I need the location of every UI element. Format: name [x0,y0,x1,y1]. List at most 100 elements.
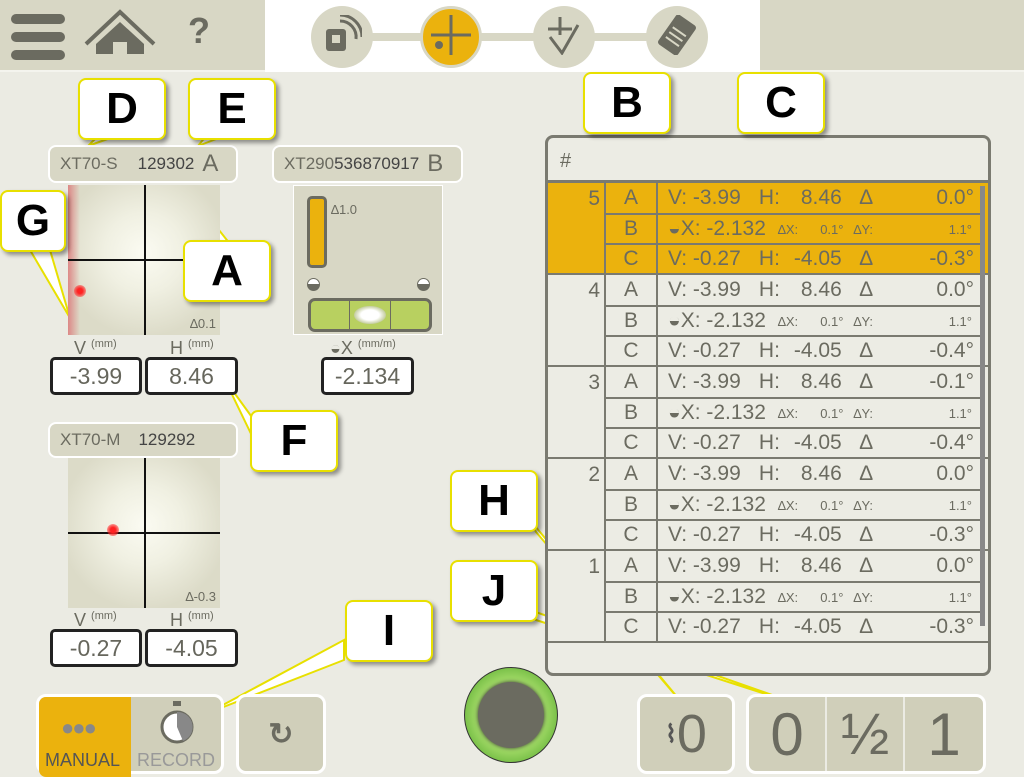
table-row[interactable]: C V: -0.27 H: -4.05 ∆-0.4° [606,335,980,365]
v-value: -0.27 [692,247,741,270]
v-value: -3.99 [692,278,741,301]
x-label: X: [680,309,701,332]
row-letter: A [606,459,658,489]
table-row[interactable]: B ◒X: -2.132 ∆X:0.1° ∆Y:1.1° [606,489,980,519]
angle-value: -0.4° [929,339,974,362]
table-row[interactable]: C V: -0.27 H: -4.05 ∆-0.4° [606,427,980,457]
crosshair-measure-icon [429,13,473,62]
group-number: 3 [548,367,606,457]
table-group[interactable]: 2 A V: -3.99 H: 8.46 ∆0.0° B ◒X: -2.132 … [548,459,988,551]
tilt-icon: ◒ [668,401,681,424]
h-label: H: [758,339,780,362]
sensor-letter: A [202,150,219,177]
h-value: -4.05 [793,339,842,362]
dx-label: ∆X: [777,589,799,605]
table-row[interactable]: C V: -0.27 H: -4.05 ∆-0.3° [606,611,980,641]
resolution-0[interactable]: 0 [749,697,827,771]
scrollbar[interactable] [980,186,985,626]
dy-label: ∆Y: [853,405,874,421]
h-label: H: [758,431,780,454]
dx-value: 0.1° [820,589,844,605]
step-check[interactable] [533,6,595,68]
table-group[interactable]: 1 A V: -3.99 H: 8.46 ∆0.0° B ◒X: -2.132 … [548,551,988,643]
callout-b: B [583,72,671,134]
table-row[interactable]: A V: -3.99 H: 8.46 ∆0.0° [606,459,980,489]
plus-tilt-icon [417,278,430,291]
v-value: -0.27 [692,431,741,454]
sensor-s-header[interactable]: XT70-S 129302 A [48,145,238,183]
hamburger-icon[interactable] [8,12,68,67]
table-row[interactable]: B ◒X: -2.132 ∆X:0.1° ∆Y:1.1° [606,397,980,427]
tolerance-label: ∆1.0 [331,202,358,217]
measure-button[interactable] [464,667,558,763]
resolution-half[interactable]: ½ [827,697,905,771]
angle-icon: ∆ [859,370,873,393]
sensor-serial: 129302 [137,154,195,173]
tolerance-label: ∆0.1 [189,316,216,331]
angle-icon: ∆ [859,431,873,454]
resolution-1[interactable]: 1 [927,700,961,768]
table-group[interactable]: 4 A V: -3.99 H: 8.46 ∆0.0° B ◒X: -2.132 … [548,275,988,367]
h-label: H: [758,554,780,577]
table-row[interactable]: B ◒X: -2.132 ∆X:0.1° ∆Y:1.1° [606,213,980,243]
step-report[interactable] [646,6,708,68]
x-value: -2.132 [706,217,766,240]
home-icon[interactable] [82,8,158,59]
h-value: 8.46 [800,462,842,485]
bubble [354,306,386,324]
table-group[interactable]: 5 A V: -3.99 H: 8.46 ∆0.0° B ◒X: -2.132 … [548,183,988,275]
table-row[interactable]: A V: -3.99 H: 8.46 ∆0.0° [606,551,980,581]
record-button[interactable]: RECORD [131,697,221,777]
angle-icon: ∆ [859,523,873,546]
measurement-table[interactable]: # 5 A V: -3.99 H: 8.46 ∆0.0° B ◒X: -2.13… [545,135,991,676]
dx-value: 0.1° [820,405,844,421]
filter-button[interactable]: ⌇ 0 [637,694,735,774]
callout-g: G [0,190,66,252]
table-row[interactable]: A V: -3.99 H: 8.46 ∆0.0° [606,275,980,305]
dy-value: 1.1° [948,589,972,605]
x-value: -2.132 [706,309,766,332]
check-level-icon [544,15,584,60]
h-value: -4.05 [793,247,842,270]
table-row[interactable]: B ◒X: -2.132 ∆X:0.1° ∆Y:1.1° [606,305,980,335]
dots-icon: ●●● [61,715,97,740]
callout-e: E [188,78,276,140]
manual-button[interactable]: ●●● MANUAL [39,697,131,777]
dx-label: ∆X: [777,497,799,513]
row-letter: A [606,367,658,397]
h-value: -4.05 [793,615,842,638]
level-panel: ∆1.0 [293,185,443,335]
angle-value: 0.0° [936,278,974,301]
group-number: 4 [548,275,606,365]
target-m: ∆-0.3 [68,458,220,608]
callout-d: D [78,78,166,140]
table-row[interactable]: B ◒X: -2.132 ∆X:0.1° ∆Y:1.1° [606,581,980,611]
table-header: # [548,138,988,183]
row-letter: C [606,245,658,273]
x-value: -2.132 [706,585,766,608]
sensor-m-header[interactable]: XT70-M 129292 [48,422,238,458]
dy-value: 1.1° [948,221,972,237]
h-label: H: [758,462,780,485]
step-wireless[interactable] [311,6,373,68]
help-button[interactable]: ? [188,10,210,51]
sensor-serial: 129292 [138,430,196,449]
step-measure[interactable] [420,6,482,68]
x-value-b: -2.134 [321,357,414,395]
tilt-icon: ◒ [668,493,681,516]
dx-label: ∆X: [777,221,799,237]
h-value-s: 8.46 [145,357,238,395]
table-group[interactable]: 3 A V: -3.99 H: 8.46 ∆-0.1° B ◒X: -2.132… [548,367,988,459]
dx-label: ∆X: [777,405,799,421]
table-row[interactable]: A V: -3.99 H: 8.46 ∆-0.1° [606,367,980,397]
minus-tilt-icon [307,278,320,291]
table-row[interactable]: A V: -3.99 H: 8.46 ∆0.0° [606,183,980,213]
h-value: -4.05 [793,523,842,546]
row-letter: A [606,275,658,305]
v-label: V: [668,431,688,454]
undo-button[interactable]: ↻ [236,694,326,774]
table-row[interactable]: C V: -0.27 H: -4.05 ∆-0.3° [606,519,980,549]
v-value-s: -3.99 [50,357,142,395]
table-row[interactable]: C V: -0.27 H: -4.05 ∆-0.3° [606,243,980,273]
